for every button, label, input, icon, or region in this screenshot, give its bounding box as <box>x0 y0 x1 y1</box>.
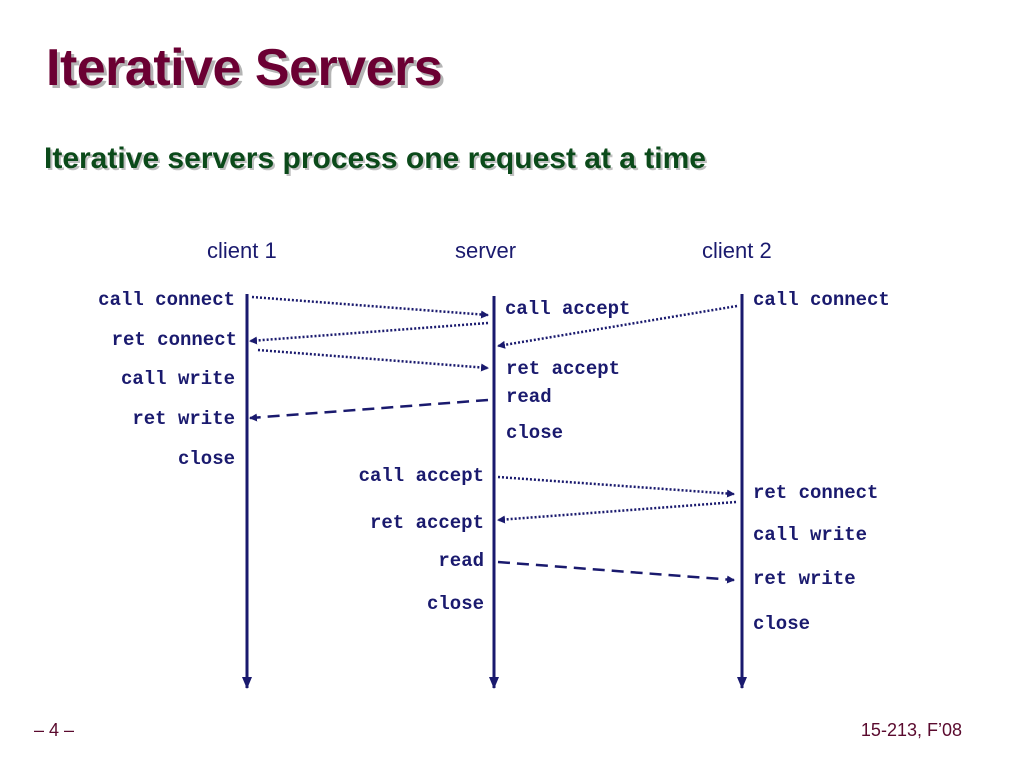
server-close-label-2: close <box>426 593 484 615</box>
client1-data-arrow <box>249 398 489 422</box>
client2-data-arrow <box>497 560 735 584</box>
client1-connect-arrow <box>251 295 489 319</box>
client2-call-write-label: call write <box>753 524 868 546</box>
client2-ret-write-label: ret write <box>753 568 856 590</box>
server-accept-return-arrow <box>249 321 489 345</box>
client2-ret-connect-label: ret connect <box>753 482 879 504</box>
client1-call-write-label: call write <box>120 368 235 390</box>
client1-call-connect-label: call connect <box>98 289 235 311</box>
server-ret-accept-label-2: ret accept <box>369 512 484 534</box>
server-call-accept-label-2: call accept <box>358 465 484 487</box>
client2-call-connect-label: call connect <box>753 289 890 311</box>
client1-ret-write-label: ret write <box>132 408 235 430</box>
client1-write-arrow <box>257 348 489 372</box>
server-heading: server <box>455 238 517 263</box>
client1-close-label: close <box>177 448 235 470</box>
slide-number: – 4 – <box>34 720 75 740</box>
server-close-label-1: close <box>506 422 564 444</box>
client2-connect-arrow <box>497 304 738 349</box>
client2-close-label: close <box>753 613 811 635</box>
client2-connect-return-arrow <box>497 500 737 524</box>
client1-ret-connect-label: ret connect <box>111 329 237 351</box>
server-accept-client2-arrow <box>497 475 735 498</box>
slide-title: Iterative Servers <box>46 39 443 97</box>
server-read-label-1: read <box>506 386 552 408</box>
course-label: 15-213, F’08 <box>860 720 962 740</box>
slide-subtitle: Iterative servers process one request at… <box>44 142 706 175</box>
client2-heading: client 2 <box>702 238 772 263</box>
server-call-accept-label-1: call accept <box>505 298 631 320</box>
client1-heading: client 1 <box>207 238 277 263</box>
server-read-label-2: read <box>438 550 484 572</box>
server-ret-accept-label-1: ret accept <box>506 358 621 380</box>
